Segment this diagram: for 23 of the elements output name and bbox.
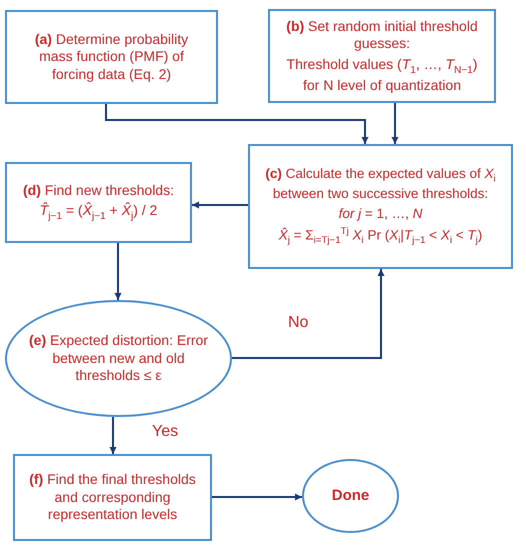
step-text: (c) Calculate the expected values of X$_{i}$ between two successive thresholds:: [264, 166, 497, 203]
step-text: (b) Set random initial threshold guesses:: [285, 18, 479, 53]
arrow: [212, 494, 302, 500]
arrow: [105, 104, 368, 144]
arrow: [192, 202, 248, 208]
arrow: [114, 243, 122, 300]
step-text: (d) Find new thresholds:: [23, 182, 174, 200]
process-box: [5, 10, 218, 104]
step-text: (f) Find the final thresholds and corresponding representation levels: [28, 471, 197, 524]
formula-text: for j = 1, …, N: [338, 206, 422, 223]
process-box: [268, 9, 496, 103]
process-box: [5, 162, 192, 243]
arrow: [110, 416, 116, 454]
formula-text: T̂$_{j−1}$ = (X̂$_{j−1}$ + X̂$_{j}$) / 2: [40, 202, 158, 224]
arrow: [232, 269, 384, 359]
process-box: [248, 144, 513, 269]
arrow: [392, 103, 398, 144]
step-text: (e) Expected distortion: Error between new and old thresholds ≤ ε: [29, 332, 208, 385]
process-box: [13, 454, 212, 541]
formula-text: X̂$_{j}$ = Σ$_{i=Tj−1}$$^{Tj}$ X$_{i}$ Pr (X$_{i}$|T$_{j−1}$ < X$_{i}$ < T$_{j}$): [278, 226, 482, 247]
step-text: (a) Determine probability mass function (PMF) of forcing data (Eq. 2): [34, 30, 190, 84]
formula-text: Threshold values (T$_{1}$, …, T$_{N−1}$) for N level of quantization: [286, 56, 478, 94]
step-text: Done: [332, 486, 370, 506]
